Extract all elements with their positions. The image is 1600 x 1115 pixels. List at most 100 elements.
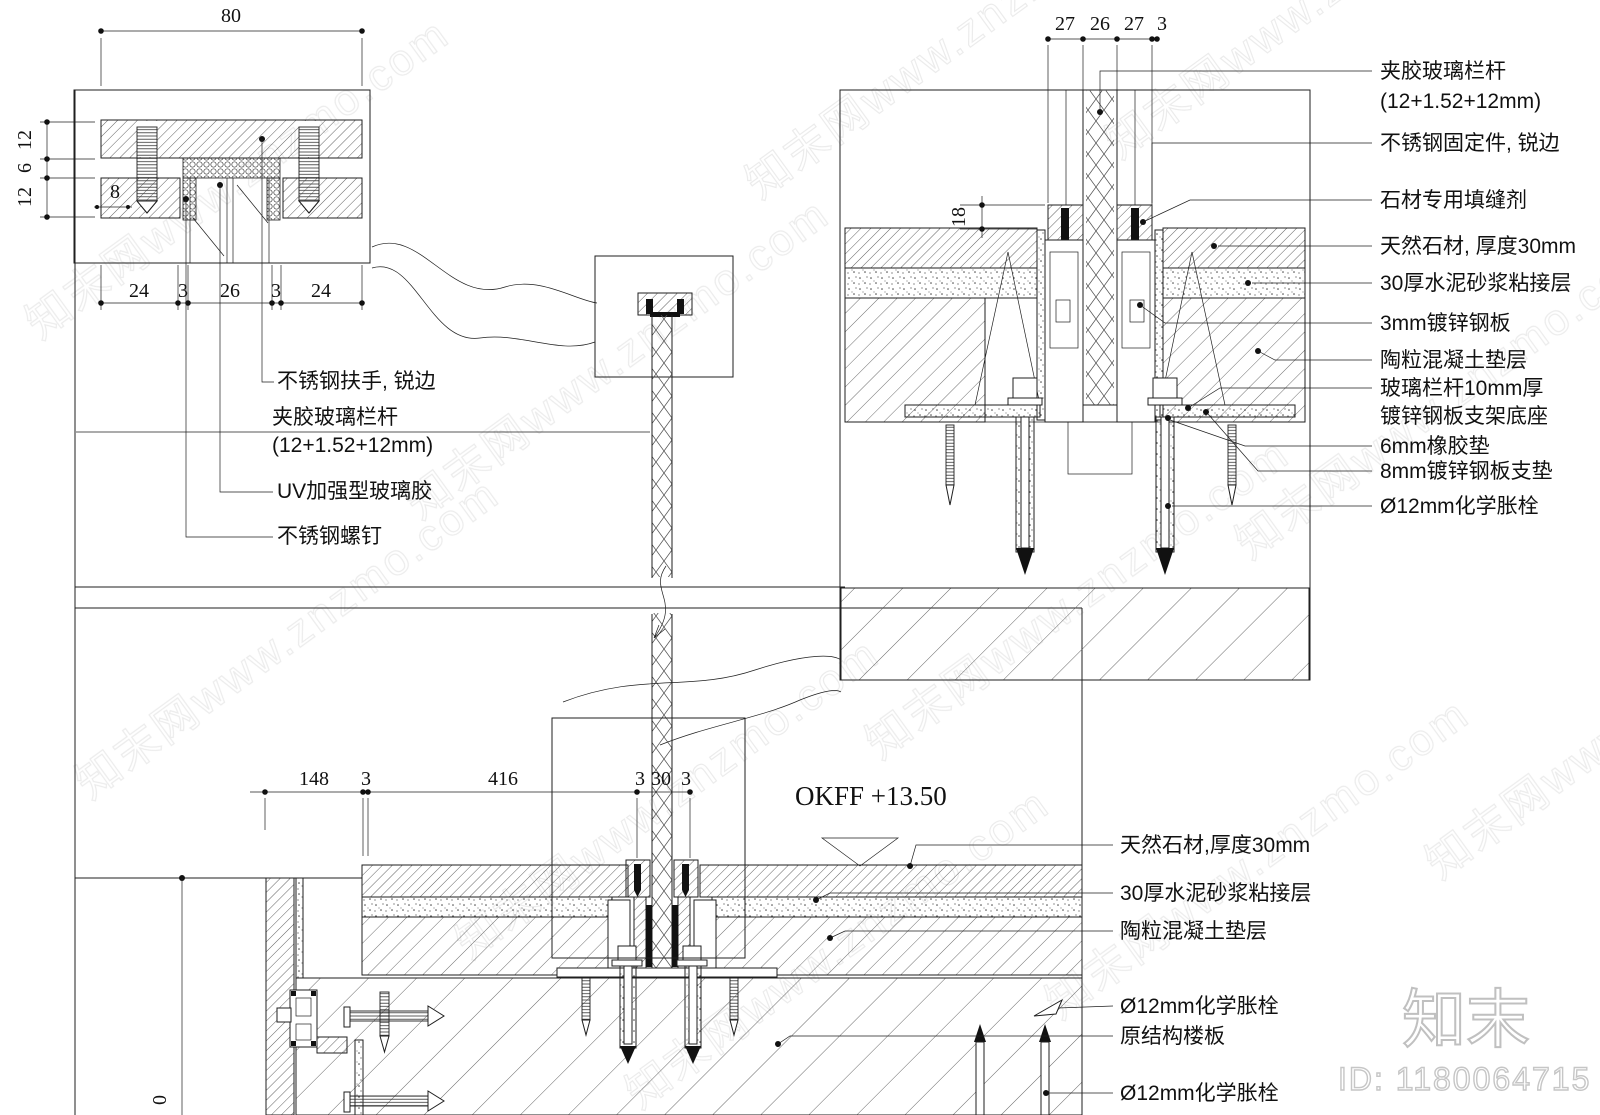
chemical-anchor-left xyxy=(1007,377,1043,575)
stone-slab-right xyxy=(1162,227,1306,269)
dim-text: 3 xyxy=(271,280,281,302)
dim-text: 8 xyxy=(110,181,120,203)
floor-screw-anchors xyxy=(581,977,739,1037)
label-anchor-2: Ø12mm化学胀栓 xyxy=(1120,1082,1279,1105)
callout-box-bottom xyxy=(551,717,746,959)
detail-boundary-box xyxy=(73,89,371,264)
break-curve xyxy=(659,690,842,746)
concrete-fill-left xyxy=(844,297,986,423)
dim-left-column: 12 6 12 xyxy=(14,119,95,220)
mortar-bed-right xyxy=(711,896,1083,918)
dim-text: 12 xyxy=(14,187,36,207)
label-stone: 天然石材, 厚度30mm xyxy=(1380,235,1576,258)
glass-shoe-left xyxy=(1044,239,1084,423)
label-anchor: Ø12mm化学胀栓 xyxy=(1120,995,1279,1018)
slab-anchors-up xyxy=(974,1024,1051,1115)
fixing-block-right xyxy=(282,177,363,219)
label-ss-fixing: 不锈钢固定件, 锐边 xyxy=(1380,132,1560,155)
chemical-anchor-right xyxy=(1147,377,1183,575)
laminated-glass-plan xyxy=(189,178,270,263)
dim-text: 80 xyxy=(221,5,241,27)
mortar-bed-left xyxy=(844,267,1038,299)
label-mortar: 30厚水泥砂浆粘接层 xyxy=(1120,882,1311,905)
dim-18: 18 xyxy=(948,196,1045,238)
dim-text: 148 xyxy=(299,768,329,790)
dim-left-tail: 0 xyxy=(149,875,185,1115)
dim-text: 30 xyxy=(651,768,671,790)
uv-glue-bead-right xyxy=(266,177,281,221)
label-glass-spec: (12+1.52+12mm) xyxy=(272,434,433,457)
stone-slab-left xyxy=(361,864,629,898)
label-handrail: 不锈钢扶手, 锐边 xyxy=(277,370,436,393)
dim-text: 27 xyxy=(1124,13,1144,35)
base-plate-left xyxy=(904,404,1041,418)
dim-text: 0 xyxy=(149,1095,171,1105)
label-steel-shim: 8mm镀锌钢板支垫 xyxy=(1380,460,1553,483)
stone-slab-right xyxy=(699,864,1083,898)
fixing-block-left xyxy=(100,177,181,219)
laminated-glass-section xyxy=(1086,90,1114,405)
floor-anchor-left xyxy=(611,945,643,1064)
stone-slab-left xyxy=(844,227,1038,269)
base-plate-right xyxy=(1159,404,1296,418)
support-gussets xyxy=(974,251,1226,406)
labels-bottom: 天然石材,厚度30mm 30厚水泥砂浆粘接层 陶粒混凝土垫层 Ø12mm化学胀栓… xyxy=(1120,834,1311,1105)
structural-slab-band xyxy=(840,587,1310,681)
label-laminated-glass: 夹胶玻璃栏杆 xyxy=(1380,60,1506,83)
floor-section-detail: 148 3 416 3 30 3 OKFF +13.50 xyxy=(75,717,1114,1115)
leader-arrowhead xyxy=(1033,998,1064,1017)
break-curve xyxy=(562,655,842,703)
label-rubber-pad: 6mm橡胶垫 xyxy=(1380,435,1490,458)
dim-text: 6 xyxy=(14,163,36,173)
dim-80: 80 xyxy=(98,5,365,86)
label-glass-10mm: 玻璃栏杆10mm厚 xyxy=(1380,377,1543,400)
label-mortar: 30厚水泥砂浆粘接层 xyxy=(1380,272,1571,295)
label-uv-glue: UV加强型玻璃胶 xyxy=(277,480,432,503)
dim-text: 24 xyxy=(311,280,331,302)
dim-text: 3 xyxy=(1157,13,1167,35)
dim-text: 26 xyxy=(220,280,240,302)
dim-text: 12 xyxy=(14,130,36,150)
labels-right: 夹胶玻璃栏杆 (12+1.52+12mm) 不锈钢固定件, 锐边 石材专用填缝剂… xyxy=(1380,60,1576,518)
concrete-fill-right xyxy=(715,916,1083,976)
dim-bottom: 148 3 416 3 30 3 xyxy=(250,768,693,858)
concrete-fill-left xyxy=(361,916,609,976)
screw-anchor-right xyxy=(1227,424,1237,506)
level-mark-triangle xyxy=(820,837,900,867)
handrail-section-detail: 80 24 3 26 3 24 xyxy=(14,5,650,538)
dim-bottom-row: 24 3 26 3 24 xyxy=(98,265,365,310)
centre-glass-elevation xyxy=(562,255,842,970)
level-text: OKFF +13.50 xyxy=(795,781,947,811)
dim-text: 3 xyxy=(361,768,371,790)
label-concrete: 陶粒混凝土垫层 xyxy=(1120,920,1267,943)
label-galv-plate: 3mm镀锌钢板 xyxy=(1380,312,1511,335)
dim-text: 26 xyxy=(1090,13,1110,35)
dim-text: 24 xyxy=(129,280,149,302)
watermark-text: 知末网www.znzmo.com xyxy=(1037,689,1478,1028)
site-logo: 知末 xyxy=(1402,984,1530,1056)
break-curve xyxy=(371,266,596,347)
label-stone: 天然石材,厚度30mm xyxy=(1120,834,1310,857)
dim-text: 416 xyxy=(488,768,518,790)
label-anchor: Ø12mm化学胀栓 xyxy=(1380,495,1539,518)
break-curve xyxy=(371,242,598,304)
wall-bracket-assembly xyxy=(276,989,445,1115)
watermark-text: 知末网www.znzmo.com xyxy=(397,189,838,528)
dim-text: 3 xyxy=(681,768,691,790)
label-screw: 不锈钢螺钉 xyxy=(277,525,382,548)
label-bracket-base: 镀锌钢板支架底座 xyxy=(1380,405,1548,428)
dim-text: 18 xyxy=(948,207,970,227)
uv-glue-bead-row xyxy=(182,157,281,179)
watermark-text: 知末网www.znzmo.com xyxy=(67,469,508,808)
leaders-bottom xyxy=(775,844,1114,1096)
floor-anchor-right xyxy=(676,945,708,1064)
glass-break-mark xyxy=(653,565,667,639)
dim-8: 8 xyxy=(94,181,132,209)
base-fixing-detail: 27 26 27 3 xyxy=(839,13,1372,681)
leaders-left xyxy=(76,136,650,538)
label-concrete: 陶粒混凝土垫层 xyxy=(1380,349,1527,372)
dim-text: 3 xyxy=(635,768,645,790)
label-stone-sealant: 石材专用填缝剂 xyxy=(1380,189,1527,212)
